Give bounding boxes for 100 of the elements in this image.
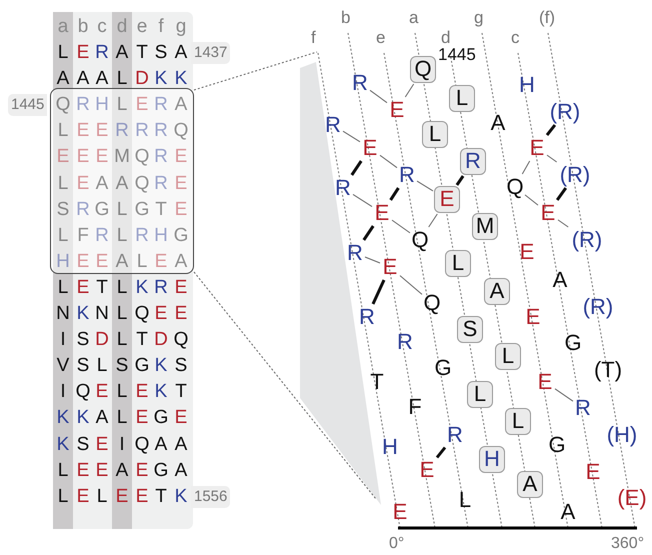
sequence-letter: E (76, 486, 90, 508)
sequence-letter: K (154, 355, 168, 378)
residue-letter: (R) (580, 295, 616, 319)
sequence-letter: L (56, 120, 70, 142)
residue-letter: E (381, 255, 399, 279)
core-residue-box: R (460, 148, 486, 175)
sequence-letter: L (56, 486, 70, 508)
sequence-letter: L (96, 355, 108, 378)
residue-letter: E (373, 201, 391, 225)
sequence-letter: L (116, 381, 128, 404)
sequence-letter: R (153, 146, 169, 168)
residue-letter: R (334, 176, 352, 200)
salt-bridge-line (524, 194, 538, 206)
residue-letter: T (368, 370, 386, 394)
sequence-letter: E (134, 407, 150, 430)
sequence-letter: A (174, 250, 188, 273)
sequence-letter: E (94, 434, 110, 456)
salt-bridge-line (342, 130, 360, 142)
heptad-position-label: f (311, 28, 316, 48)
sequence-letter: T (154, 486, 168, 508)
salt-bridge-line (436, 446, 446, 458)
sequence-letter: A (94, 68, 110, 90)
sequence-letter: R (153, 276, 169, 299)
sequence-letter: K (76, 407, 90, 430)
sequence-letter: H (94, 94, 110, 116)
sequence-letter: Q (134, 172, 150, 194)
sequence-letter: S (56, 198, 70, 221)
salt-bridge-line (428, 214, 438, 228)
sequence-letter: E (174, 303, 188, 325)
salt-bridge-line (522, 160, 530, 174)
residue-number: 1437 (191, 42, 230, 64)
sequence-letter: K (154, 381, 168, 404)
sequence-letter: E (76, 120, 90, 142)
sequence-letter: S (76, 355, 90, 378)
heptad-position-label: g (474, 8, 484, 28)
sequence-letter: N (94, 303, 110, 325)
sequence-letter: L (96, 486, 108, 508)
residue-letter: E (418, 458, 436, 482)
sequence-letter: L (136, 250, 148, 273)
sequence-letter: G (94, 198, 110, 221)
residue-letter: (T) (590, 358, 626, 382)
residue-letter: H (518, 73, 536, 97)
sequence-letter: T (154, 198, 168, 221)
residue-letter: (R) (557, 163, 593, 187)
core-residue-box: H (479, 446, 505, 473)
sequence-letter: D (134, 68, 150, 90)
sequence-letter: L (116, 198, 128, 221)
sequence-letter: A (174, 460, 188, 482)
sequence-letter: K (174, 486, 188, 508)
residue-number: 1445 (438, 45, 476, 65)
sequence-letter: L (116, 94, 128, 116)
residue-letter: E (536, 370, 554, 394)
sequence-letter: A (94, 172, 110, 194)
residue-letter: E (584, 460, 602, 484)
sequence-letter: E (76, 276, 90, 299)
residue-letter: R (324, 113, 342, 137)
salt-bridge-line (554, 388, 574, 402)
sequence-letter: L (116, 224, 128, 247)
residue-number: 1556 (191, 486, 230, 508)
salt-bridge-line (350, 160, 362, 176)
sequence-letter: E (76, 146, 90, 168)
salt-bridge-line (404, 84, 414, 98)
sequence-letter: E (154, 303, 168, 325)
sequence-letter: A (114, 250, 130, 273)
sequence-letter: E (134, 94, 150, 116)
sequence-letter: G (152, 407, 170, 430)
residue-letter: (E) (614, 486, 650, 510)
residue-letter: E (539, 201, 557, 225)
salt-bridge-line (352, 194, 372, 208)
sequence-letter: D (94, 329, 110, 352)
residue-number: 1445 (8, 94, 48, 116)
residue-letter: G (548, 433, 566, 457)
sequence-letter: E (94, 250, 110, 273)
heptad-position-label: d (116, 16, 128, 38)
sequence-letter: R (134, 120, 150, 142)
sequence-letter: S (76, 434, 90, 456)
sequence-letter: A (174, 434, 188, 456)
core-residue-box: A (484, 278, 510, 305)
sequence-letter: L (56, 460, 70, 482)
sequence-letter: Q (54, 94, 72, 116)
sequence-letter: A (76, 68, 90, 90)
sequence-letter: E (174, 407, 188, 430)
sequence-letter: N (55, 303, 71, 325)
sequence-letter: I (118, 434, 126, 456)
heptad-position-label: a (409, 8, 418, 28)
sequence-letter: Q (134, 146, 150, 168)
salt-bridge-line (362, 225, 374, 241)
sequence-letter: I (59, 381, 67, 404)
salt-bridge-line (372, 279, 386, 305)
salt-bridge-line (546, 124, 556, 136)
sequence-letter: S (114, 355, 130, 378)
sequence-letter: E (56, 146, 70, 168)
sequence-letter: K (56, 434, 70, 456)
residue-letter: R (446, 423, 464, 447)
sequence-letter: E (134, 460, 150, 482)
sequence-letter: L (116, 276, 128, 299)
sequence-letter: H (55, 250, 71, 273)
sequence-letter: I (59, 329, 67, 352)
sequence-letter: E (174, 198, 188, 221)
residue-letter: Q (411, 228, 429, 252)
